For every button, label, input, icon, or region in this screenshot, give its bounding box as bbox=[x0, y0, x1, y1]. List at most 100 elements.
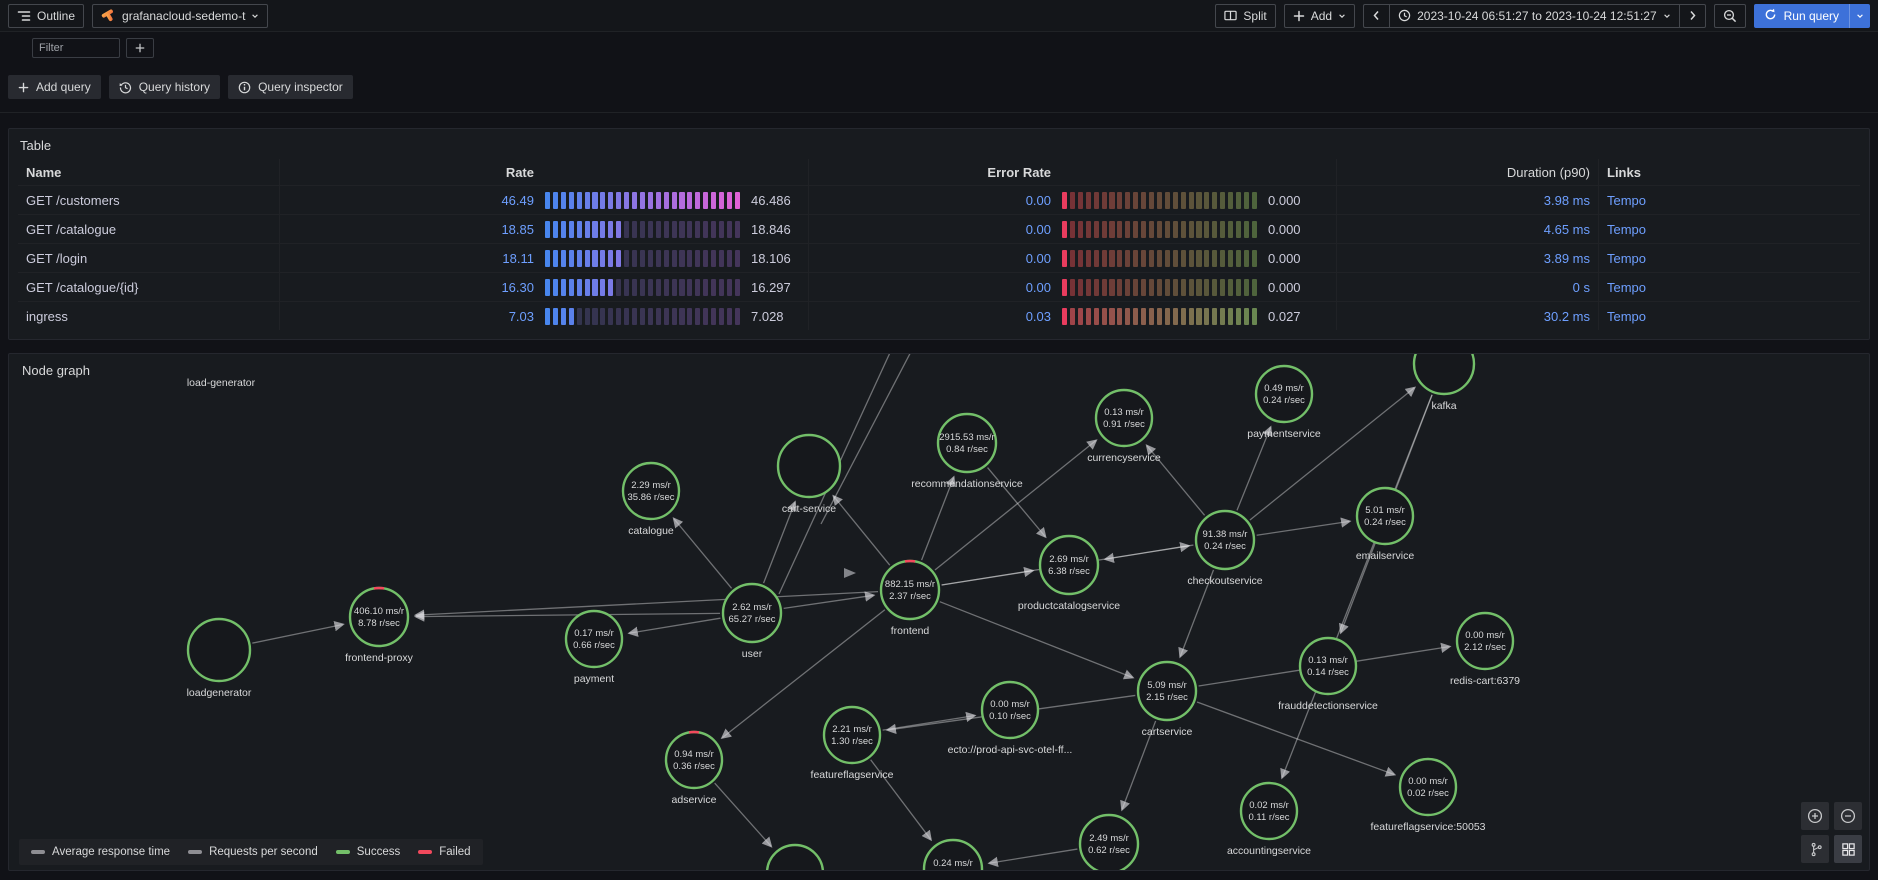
cell-duration: 3.98 ms bbox=[1337, 186, 1599, 214]
error-bar-gauge bbox=[1062, 220, 1257, 238]
node-label: frauddetectionservice bbox=[1278, 700, 1378, 712]
tempo-link[interactable]: Tempo bbox=[1607, 221, 1647, 237]
node-label: accountingservice bbox=[1227, 845, 1311, 857]
run-query-dropdown[interactable] bbox=[1849, 3, 1870, 28]
node-stat-primary: 5.09 ms/r bbox=[1147, 680, 1187, 691]
node-stat-secondary: 0.24 r/sec bbox=[1263, 395, 1305, 406]
edge-user-to-frontend-proxy bbox=[413, 611, 721, 622]
node-loadgenerator[interactable]: loadgenerator bbox=[187, 617, 252, 699]
error-gauge-value: 0.000 bbox=[1268, 279, 1301, 295]
legend-item[interactable]: Average response time bbox=[31, 846, 170, 858]
run-query-button[interactable]: Run query bbox=[1753, 3, 1870, 28]
node-recommendationservice[interactable]: 2915.53 ms/r0.84 r/secrecommendationserv… bbox=[911, 412, 1023, 490]
graph-hierarchy-layout-button[interactable] bbox=[1801, 835, 1829, 863]
zoom-out-time-button[interactable] bbox=[1713, 3, 1746, 28]
add-query-button[interactable]: Add query bbox=[8, 75, 101, 99]
node-partial-arc[interactable] bbox=[765, 843, 825, 870]
node-stat-secondary: 8.78 r/sec bbox=[358, 618, 400, 629]
plus-icon bbox=[1293, 10, 1305, 22]
chevron-down-icon bbox=[1857, 13, 1863, 18]
error-gauge-value: 0.000 bbox=[1268, 192, 1301, 208]
rate-value: 46.49 bbox=[501, 192, 534, 208]
node-stat-secondary: 0.24 r/sec bbox=[1204, 541, 1246, 552]
node-featureflagservice-50053[interactable]: 0.00 ms/r0.02 r/secfeatureflagservice:50… bbox=[1371, 757, 1486, 833]
node-node-024[interactable]: 0.24 ms/r bbox=[922, 838, 984, 870]
cell-duration: 3.89 ms bbox=[1337, 244, 1599, 272]
error-rate-value: 0.00 bbox=[1025, 250, 1051, 266]
split-button[interactable]: Split bbox=[1215, 3, 1276, 28]
node-stat-primary: 0.17 ms/r bbox=[574, 628, 614, 639]
datasource-picker[interactable]: grafanacloud-sedemo-t bbox=[92, 3, 269, 28]
node-label: emailservice bbox=[1356, 550, 1415, 562]
node-graph-canvas[interactable]: load-generator loadgenerator 406.10 ms/r8.… bbox=[9, 354, 1869, 870]
graph-grid-layout-button[interactable] bbox=[1834, 835, 1862, 863]
tempo-link[interactable]: Tempo bbox=[1607, 279, 1647, 295]
time-shift-forward-button[interactable] bbox=[1678, 3, 1706, 28]
node-cart-service[interactable]: cart-service bbox=[776, 433, 842, 515]
add-query-label: Add query bbox=[36, 80, 91, 94]
magnifier-minus-icon bbox=[1723, 9, 1737, 23]
filter-input[interactable]: Filter bbox=[32, 38, 120, 58]
tempo-link[interactable]: Tempo bbox=[1607, 308, 1647, 324]
edge-arrowhead bbox=[844, 568, 856, 578]
tempo-link[interactable]: Tempo bbox=[1607, 250, 1647, 266]
node-label: cart-service bbox=[782, 503, 836, 515]
graph-zoom-in-button[interactable] bbox=[1801, 802, 1829, 830]
outline-button[interactable]: Outline bbox=[8, 3, 85, 28]
tempo-link[interactable]: Tempo bbox=[1607, 192, 1647, 208]
plus-circle-icon bbox=[1807, 808, 1823, 824]
column-header-error-rate[interactable]: Error Rate bbox=[987, 164, 1051, 180]
time-range-button[interactable]: 2023-10-24 06:51:27 to 2023-10-24 12:51:… bbox=[1389, 3, 1679, 28]
legend-item[interactable]: Success bbox=[335, 846, 400, 858]
node-node-249[interactable]: 2.49 ms/r0.62 r/sec bbox=[1078, 813, 1140, 870]
outline-label: Outline bbox=[37, 8, 76, 23]
node-ecto[interactable]: 0.00 ms/r0.10 r/sececto://prod-api-svc-o… bbox=[948, 680, 1073, 756]
column-header-duration[interactable]: Duration (p90) bbox=[1337, 159, 1599, 185]
column-header-links[interactable]: Links bbox=[1607, 164, 1641, 180]
query-inspector-button[interactable]: Query inspector bbox=[228, 75, 353, 99]
edge-checkoutservice-to-productcatalogservice bbox=[1103, 544, 1194, 563]
column-header-name[interactable]: Name bbox=[18, 159, 280, 185]
column-header-rate[interactable]: Rate bbox=[505, 164, 534, 180]
edge-frontend-to-cart-service bbox=[832, 494, 891, 566]
rate-gauge-value: 16.297 bbox=[751, 279, 791, 295]
node-label: currencyservice bbox=[1087, 452, 1161, 464]
time-shift-back-button[interactable] bbox=[1363, 3, 1390, 28]
rate-bar-gauge bbox=[545, 249, 740, 267]
info-icon bbox=[238, 81, 251, 93]
node-label: adservice bbox=[672, 794, 717, 806]
legend-item[interactable]: Failed bbox=[418, 846, 471, 858]
query-history-button[interactable]: Query history bbox=[108, 75, 221, 99]
node-stat-primary: 2915.53 ms/r bbox=[939, 432, 994, 443]
add-filter-button[interactable] bbox=[126, 38, 154, 58]
rate-bar-gauge bbox=[545, 307, 740, 325]
node-load-generator[interactable]: load-generator bbox=[187, 377, 256, 389]
legend-item[interactable]: Requests per second bbox=[188, 846, 318, 858]
graph-zoom-out-button[interactable] bbox=[1834, 802, 1862, 830]
node-label: user bbox=[742, 648, 763, 660]
node-kafka[interactable]: kafka bbox=[1412, 354, 1476, 412]
node-stat-secondary: 1.30 r/sec bbox=[831, 736, 873, 747]
add-button[interactable]: Add bbox=[1283, 3, 1356, 28]
